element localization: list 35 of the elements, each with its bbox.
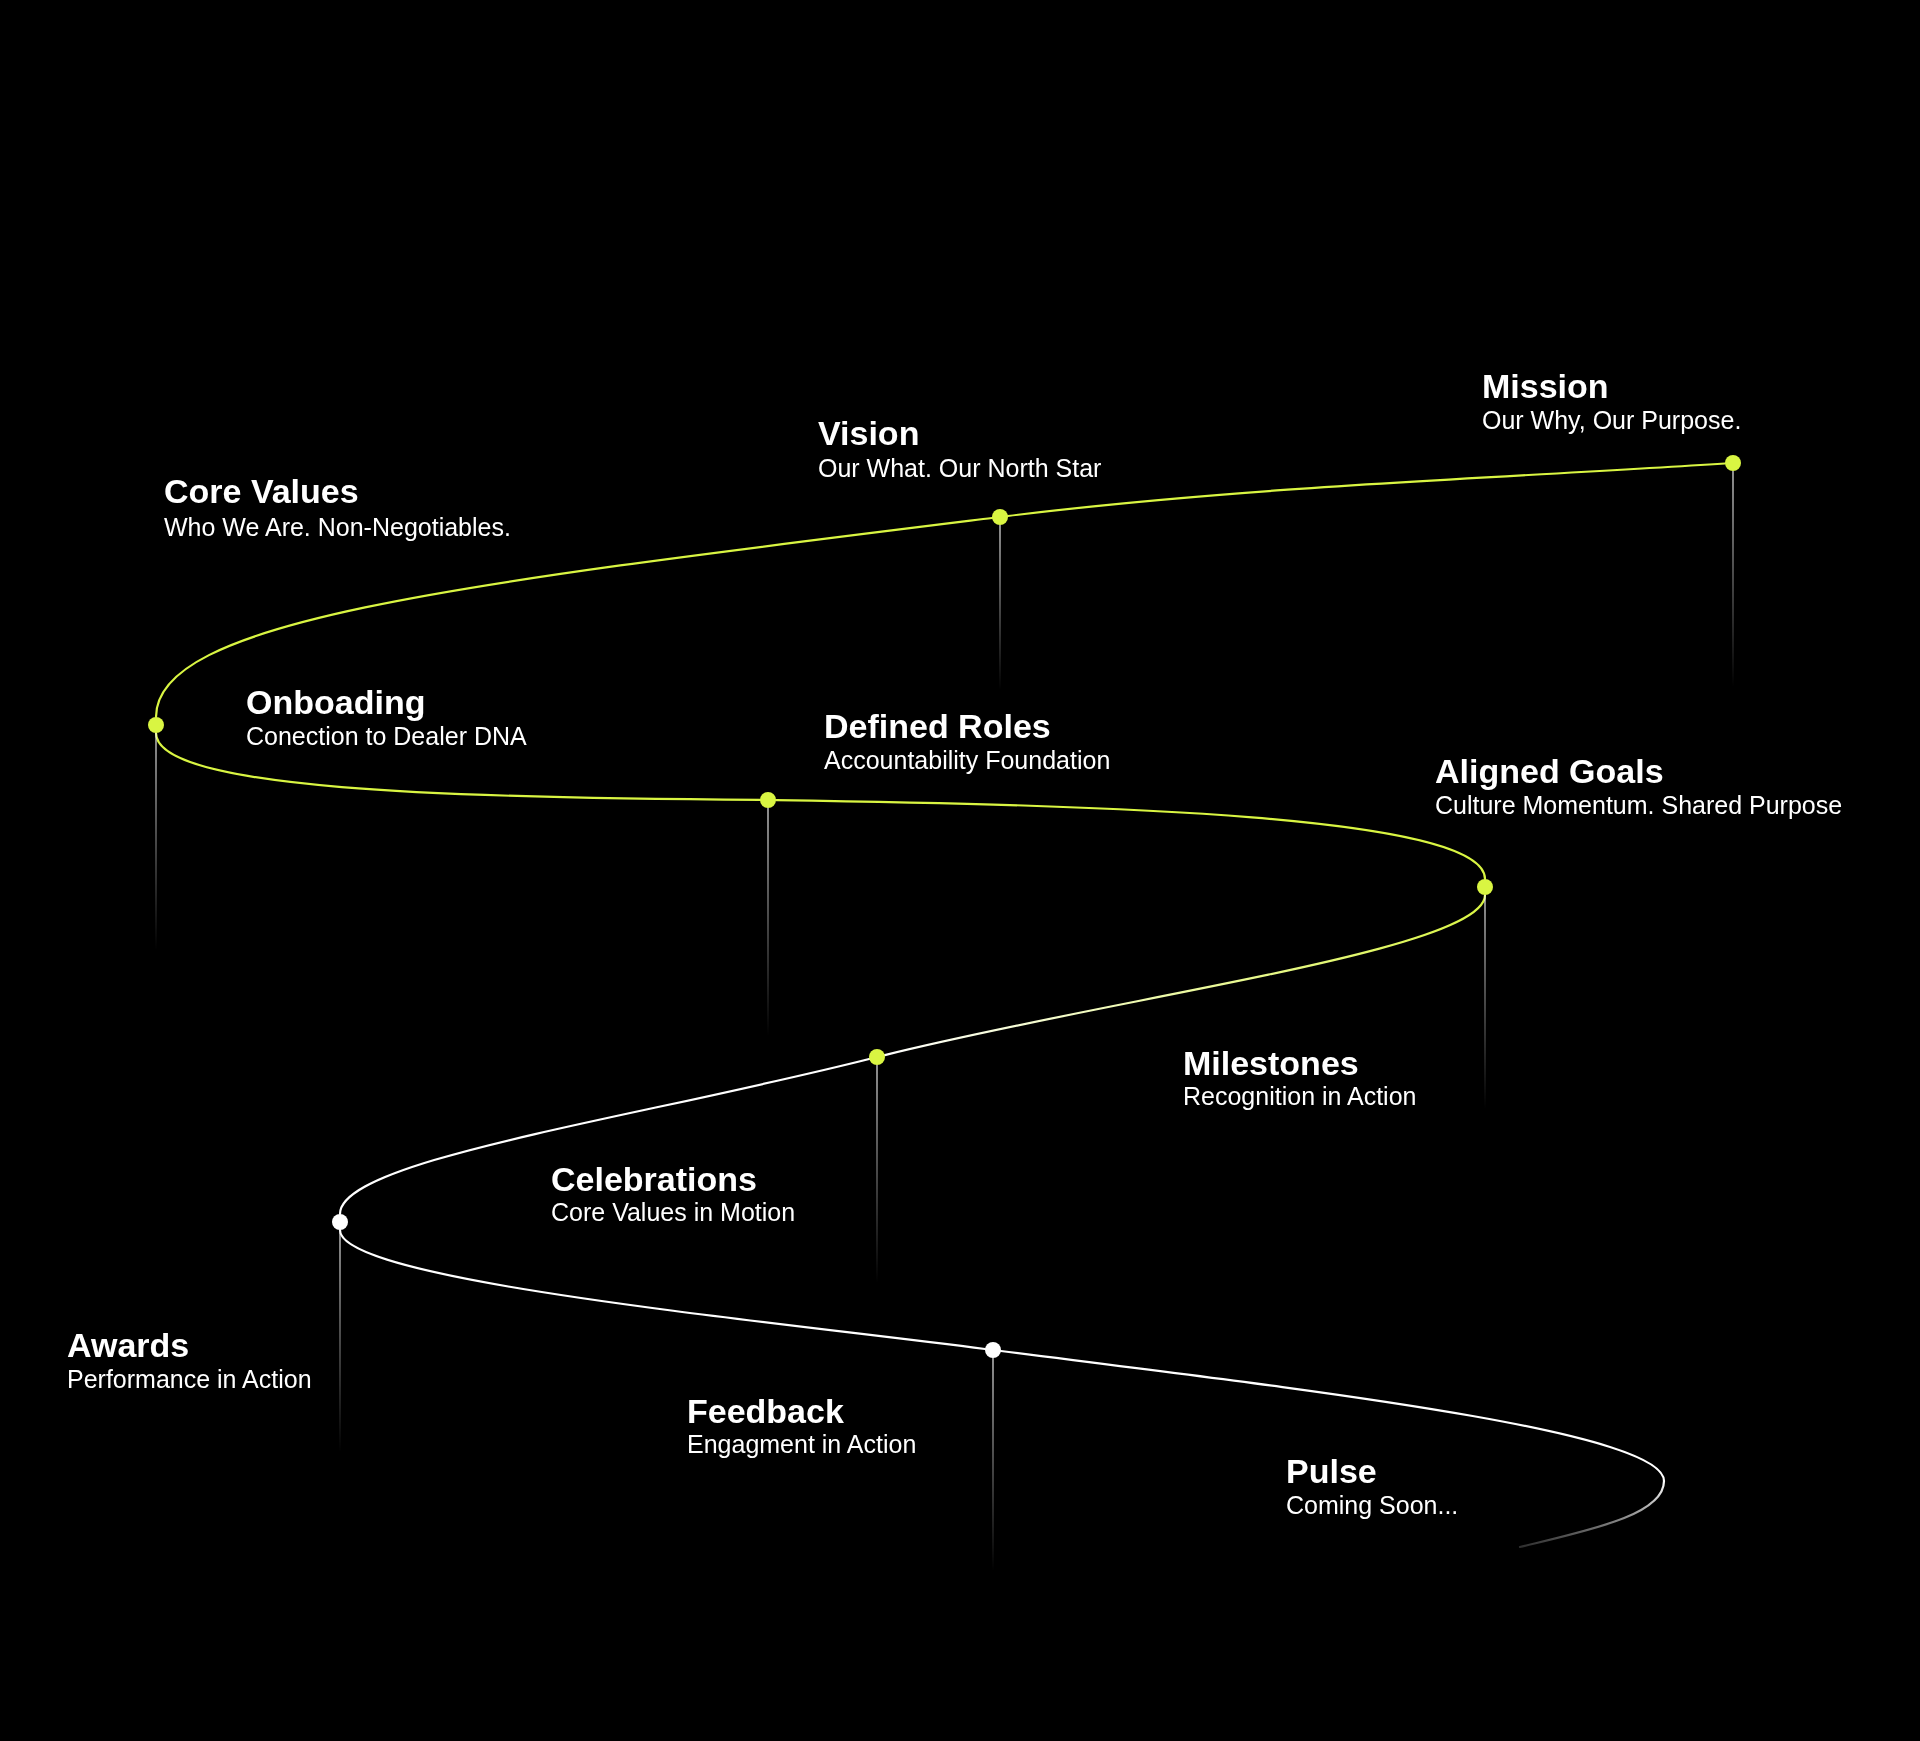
curve-line (338, 1057, 871, 1216)
stage-title: Pulse (1286, 1452, 1377, 1490)
stage-title: Core Values (164, 472, 359, 510)
dot-icon (992, 509, 1008, 525)
stage-title: Defined Roles (824, 707, 1051, 745)
stage-title: Mission (1482, 367, 1609, 405)
curve-line (1006, 462, 1727, 518)
stage-title: Aligned Goals (1435, 752, 1664, 790)
dot-icon (869, 1049, 885, 1065)
dot-icon (1725, 455, 1741, 471)
dot-icon (1477, 879, 1493, 895)
dot-icon (760, 792, 776, 808)
stage-subtitle: Culture Momentum. Shared Purpose (1435, 790, 1843, 820)
stage-title: Awards (67, 1326, 190, 1364)
dot-icon (985, 1342, 1001, 1358)
stage-subtitle: Accountability Foundation (824, 745, 1111, 775)
curve-line (999, 1349, 1666, 1549)
dot-icon (332, 1214, 348, 1230)
stage-subtitle: Core Values in Motion (551, 1197, 796, 1227)
stage-title: Feedback (687, 1392, 844, 1430)
stage-subtitle: Recognition in Action (1183, 1081, 1417, 1111)
stage-subtitle: Our Why, Our Purpose. (1482, 405, 1742, 435)
curve-line (154, 516, 994, 719)
stage-subtitle: Our What. Our North Star (818, 453, 1102, 483)
curve-line (774, 799, 1487, 881)
stage-subtitle: Coming Soon... (1286, 1490, 1459, 1520)
stage-subtitle: Conection to Dealer DNA (246, 721, 527, 751)
stage-subtitle: Engagment in Action (687, 1429, 917, 1459)
stage-title: Celebrations (551, 1160, 757, 1198)
stage-subtitle: Who We Are. Non-Negotiables. (164, 512, 511, 542)
stage-title: Vision (818, 414, 920, 452)
stage-title: Onboading (246, 683, 426, 721)
stage-title: Milestones (1183, 1044, 1359, 1082)
dot-icon (148, 717, 164, 733)
stage-subtitle: Performance in Action (67, 1364, 312, 1394)
